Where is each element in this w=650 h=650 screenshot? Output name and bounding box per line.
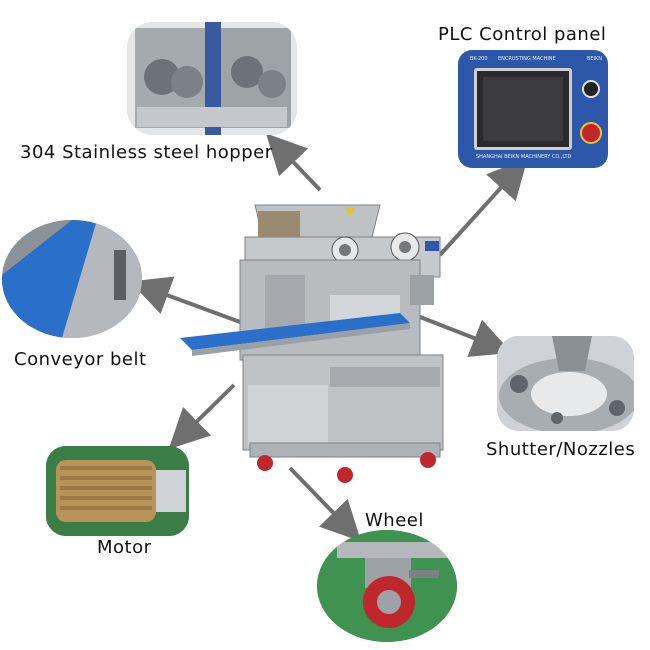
arrow-wheel: [288, 466, 362, 542]
plc-screen: [474, 68, 572, 150]
plc-panel-photo: BK-200 ENCRUSTING MACHINE BEIKN SHANGHAI…: [458, 50, 608, 168]
panel-model: BK-200: [470, 56, 488, 62]
label-hopper: 304 Stainless steel hopper: [20, 142, 273, 163]
arrow-plc: [438, 158, 528, 257]
arrow-hopper: [265, 133, 322, 192]
label-plc: PLC Control panel: [438, 24, 607, 45]
label-conveyor: Conveyor belt: [14, 349, 147, 370]
shutter-photo: [497, 336, 634, 431]
arrow-motor: [168, 383, 236, 450]
label-wheel: Wheel: [365, 510, 424, 531]
conveyor-photo: [2, 220, 142, 338]
encrusting-machine: [170, 195, 455, 487]
hopper-photo: [127, 22, 297, 135]
panel-maker: SHANGHAI BEIKN MACHINERY CO.,LTD: [476, 154, 572, 160]
label-motor: Motor: [97, 537, 152, 558]
panel-brand: BEIKN: [586, 56, 602, 62]
selector-knob-icon: [582, 80, 600, 98]
label-shutter: Shutter/Nozzles: [486, 439, 636, 460]
wheel-photo: [317, 530, 457, 642]
emergency-stop-icon: [580, 122, 602, 144]
motor-photo: [46, 446, 189, 536]
panel-title: ENCRUSTING MACHINE: [498, 56, 556, 62]
